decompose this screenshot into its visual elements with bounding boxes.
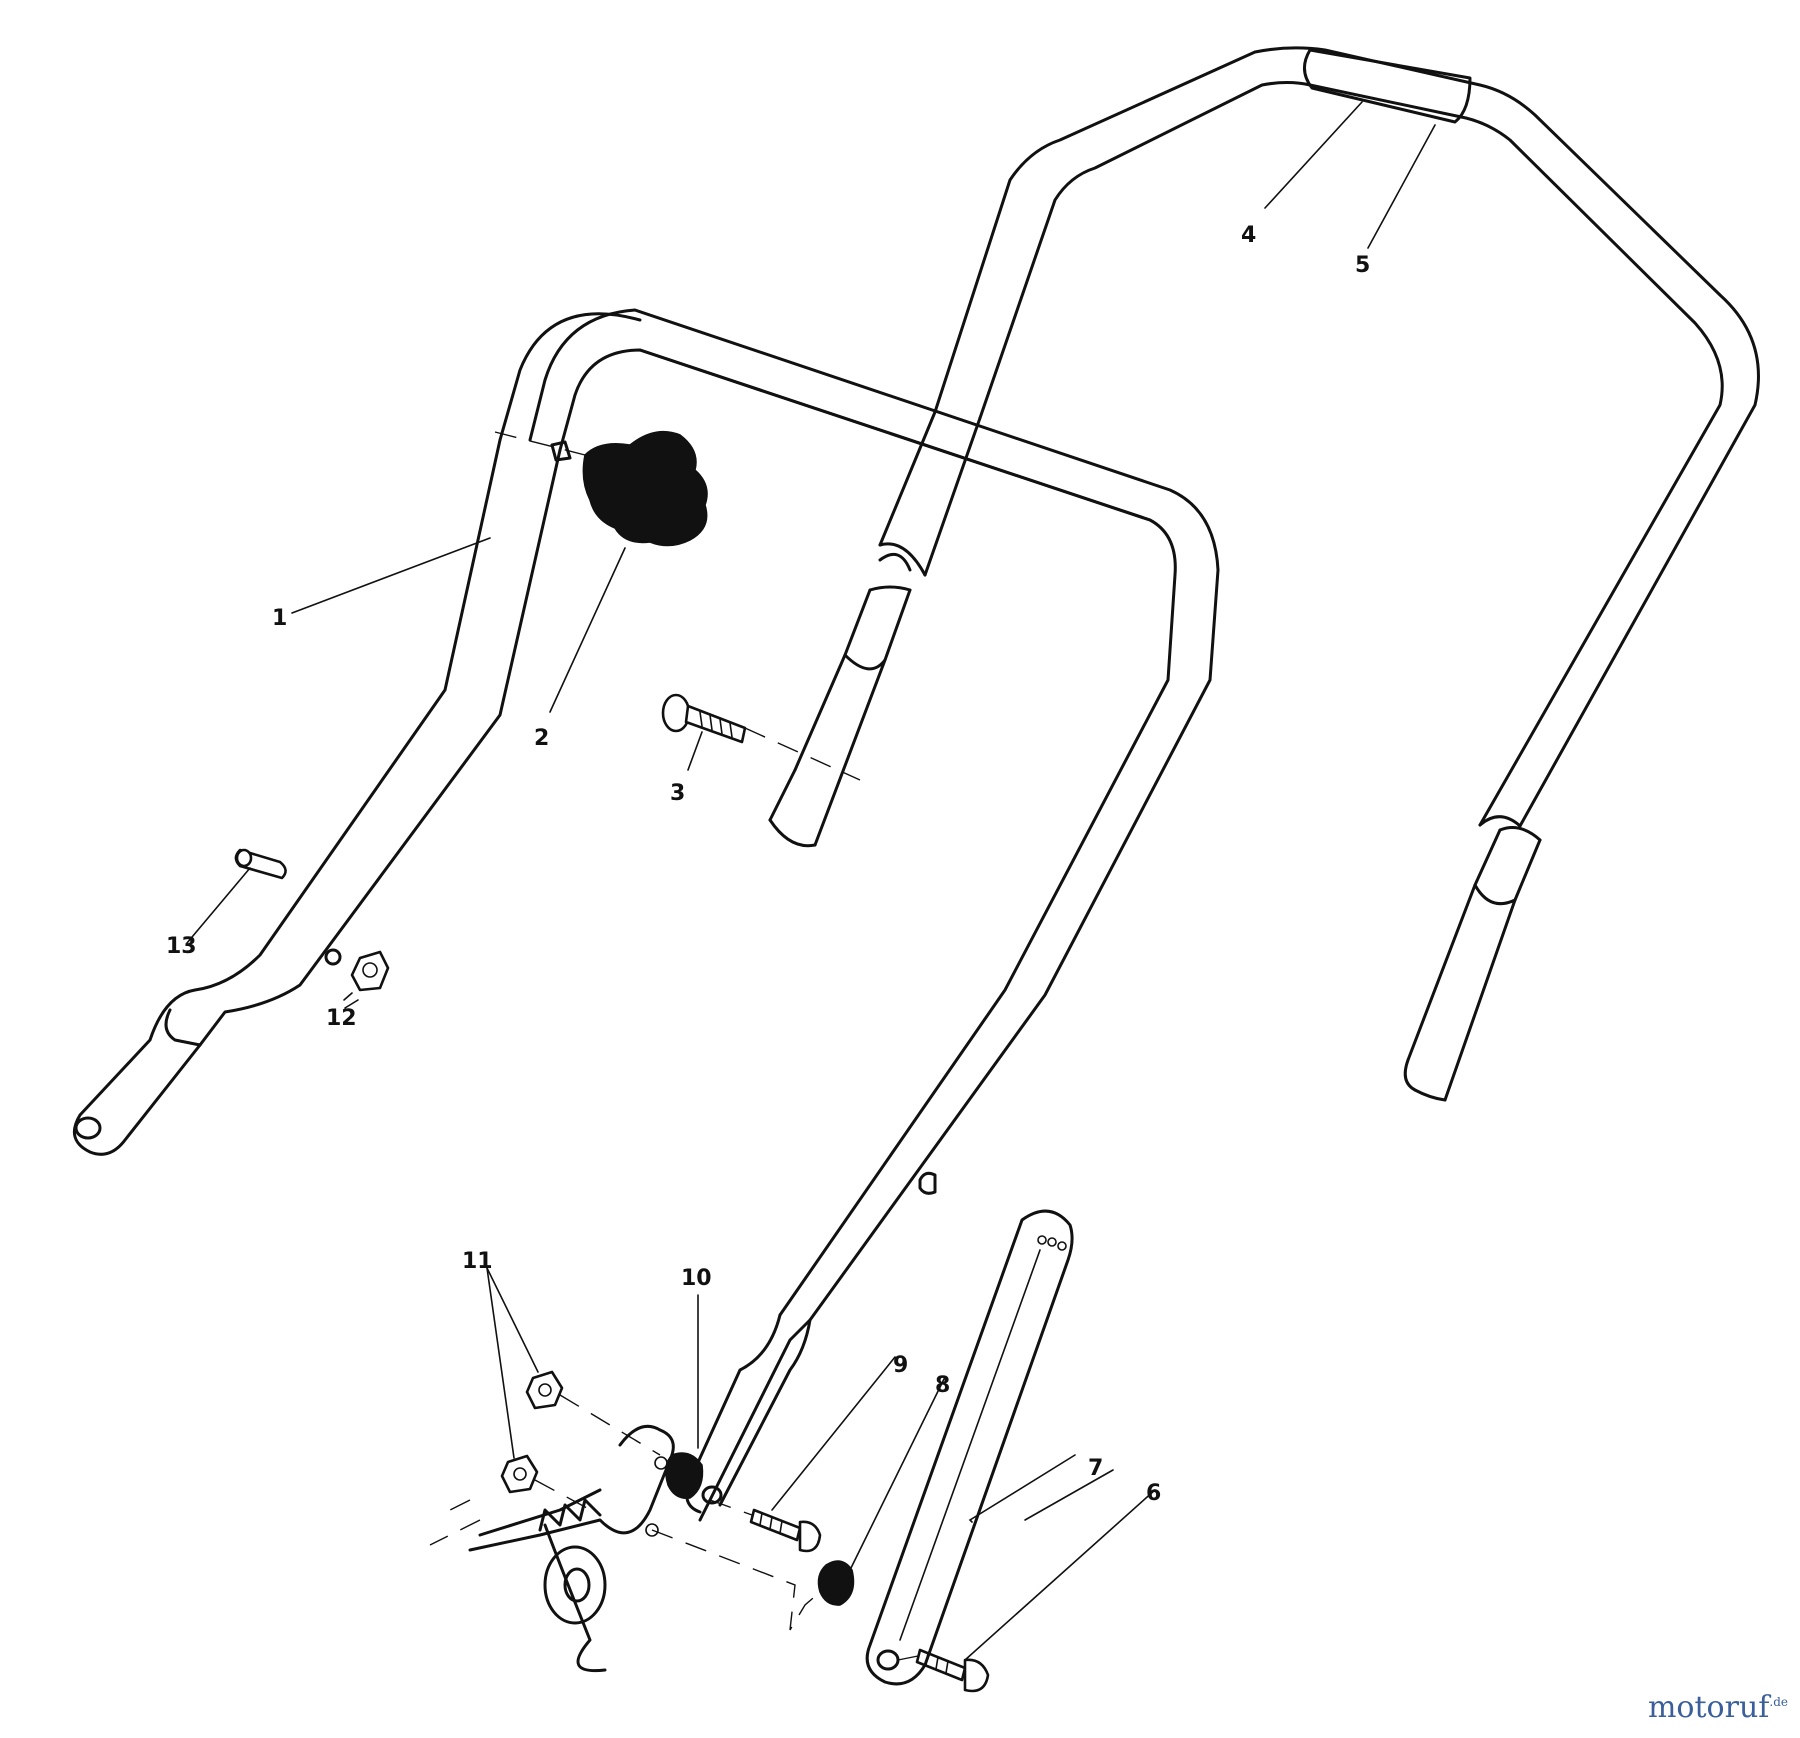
- callout-6: 6: [1146, 1481, 1161, 1506]
- lower-handle: [72, 308, 1220, 1522]
- callout-9: 9: [893, 1353, 908, 1378]
- alignment-lines: [494, 431, 919, 1661]
- callout-13: 13: [166, 934, 197, 959]
- callout-11: 11: [462, 1249, 493, 1274]
- callout-3: 3: [670, 781, 685, 806]
- knob-icon: [582, 430, 708, 547]
- upper-handle: [768, 46, 1760, 1102]
- callout-7: 7: [1088, 1456, 1103, 1481]
- height-adjust-bracket: [429, 1424, 675, 1673]
- nut-icon: [350, 950, 390, 992]
- callout-12: 12: [326, 1006, 357, 1031]
- callout-1: 1: [272, 606, 287, 631]
- hex-nut-upper-icon: [525, 1370, 564, 1410]
- carriage-bolt-icon: [661, 693, 747, 744]
- callout-2: 2: [534, 726, 549, 751]
- washer-8-icon: [817, 1560, 855, 1606]
- callout-8: 8: [935, 1373, 950, 1398]
- hex-nut-lower-icon: [500, 1454, 539, 1494]
- watermark-brand: motoruf: [1647, 1690, 1770, 1725]
- callout-10: 10: [681, 1266, 712, 1291]
- callout-4: 4: [1241, 223, 1256, 248]
- bolt-9-icon: [749, 1508, 822, 1553]
- watermark-tld: .de: [1769, 1695, 1788, 1709]
- washer-10-icon: [665, 1452, 704, 1499]
- link-bar: [865, 1209, 1074, 1686]
- leader-lines: [186, 101, 1436, 1661]
- pin-icon: [234, 848, 287, 880]
- watermark-logo: motoruf.de: [1648, 1690, 1788, 1725]
- callout-labels: 1 2 3 4 5 6 7 8 9 10 11 12 13: [166, 223, 1370, 1506]
- callout-5: 5: [1355, 253, 1370, 278]
